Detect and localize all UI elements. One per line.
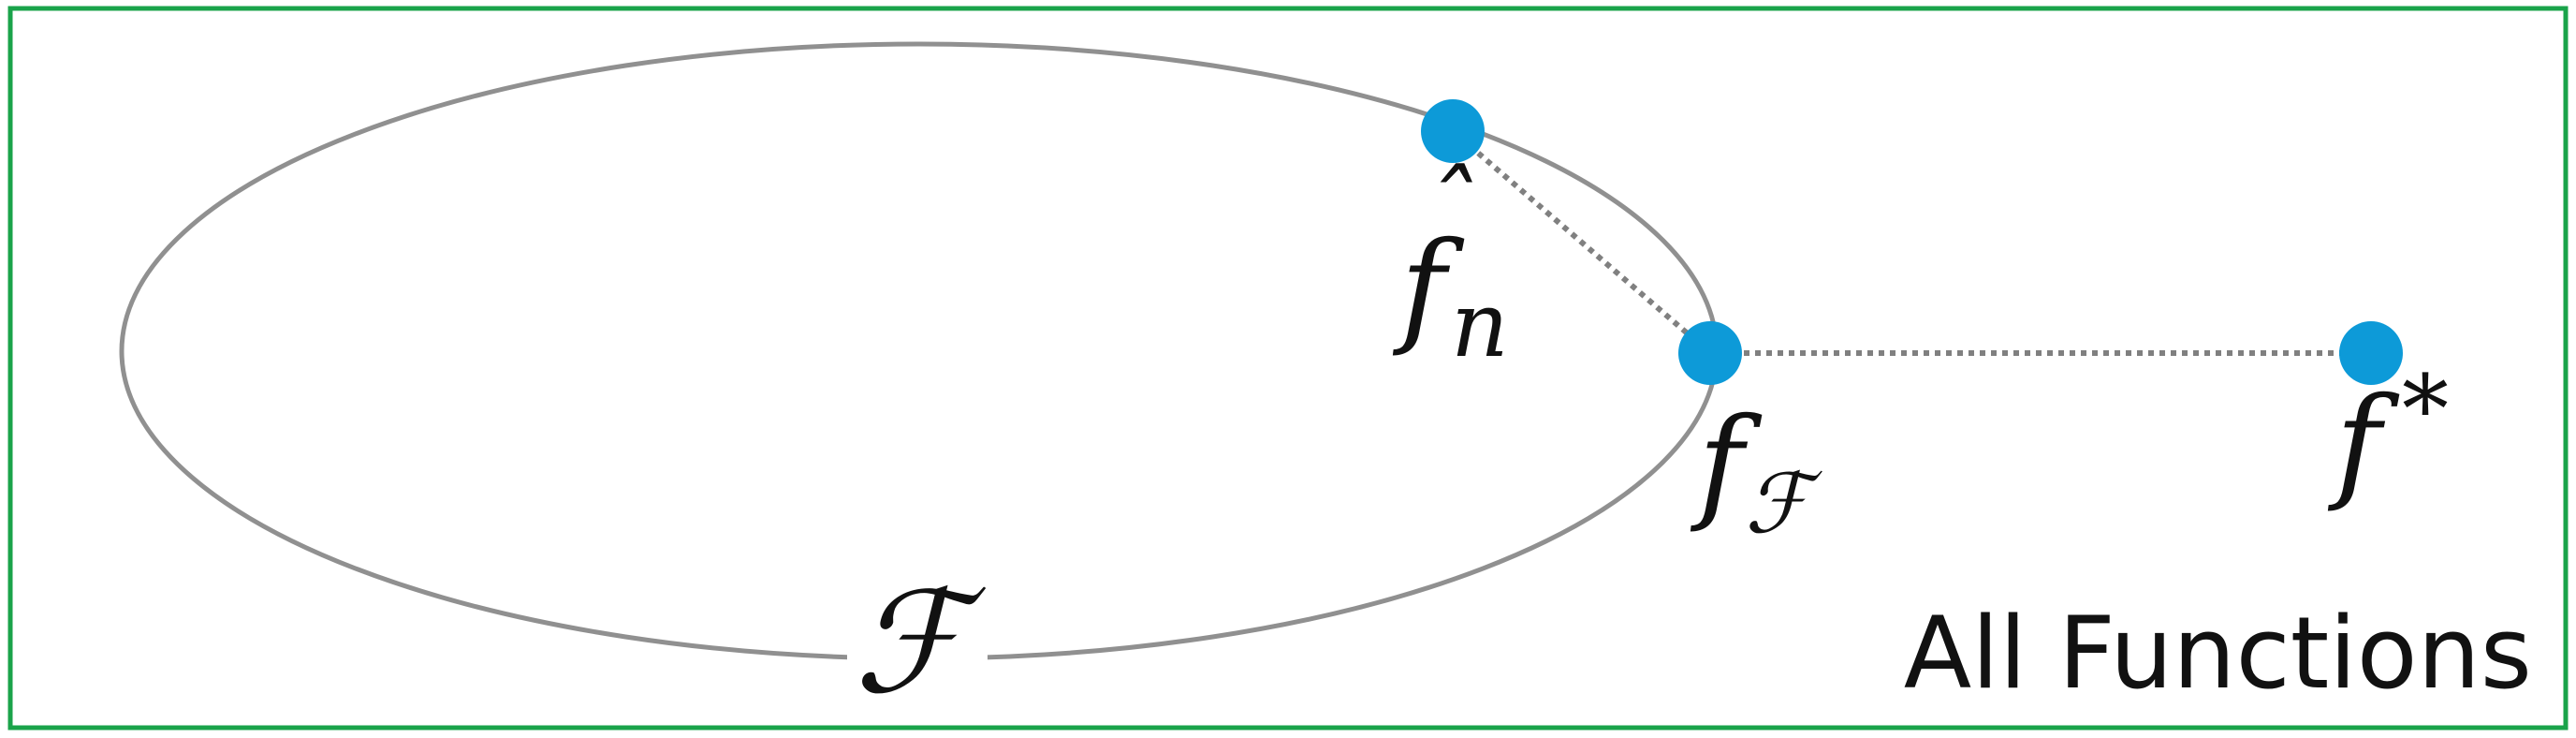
connector-fhat-to-ff <box>1451 128 1712 356</box>
label-f-hat-n-subscript: n <box>1451 273 1509 377</box>
label-f-star-superscript: * <box>2402 355 2449 465</box>
label-f-hat-n-accent: ˆ <box>1423 150 1474 270</box>
point-f-calligraphic-f <box>1678 321 1742 385</box>
all-functions-frame <box>7 6 2569 731</box>
point-f-hat-n <box>1421 99 1485 163</box>
label-f-calligraphic-f: f ℱ <box>1690 391 1822 552</box>
region-label: All Functions <box>1904 596 2532 711</box>
label-f-star-base: f <box>2327 371 2400 515</box>
label-ff-subscript: ℱ <box>1745 455 1822 552</box>
point-f-star <box>2339 321 2403 385</box>
label-f-hat-n: ˆ f n <box>1392 150 1509 377</box>
set-label-gap <box>847 618 988 693</box>
